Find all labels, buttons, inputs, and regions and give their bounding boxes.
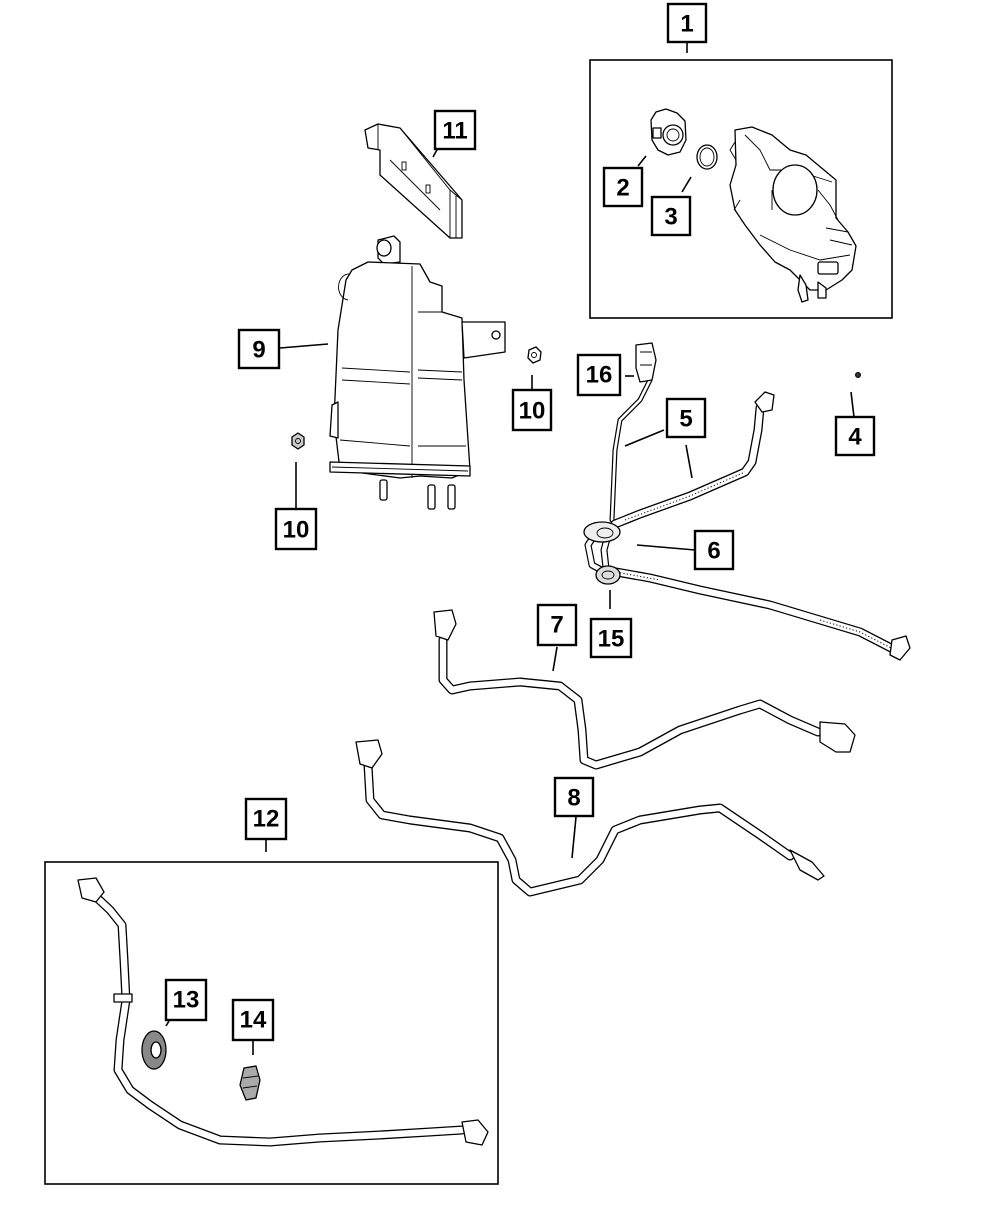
callout-4-label: 4	[848, 424, 862, 451]
callout-5-label: 5	[679, 406, 692, 433]
grommet-part-15	[595, 565, 621, 585]
callout-9-label: 9	[252, 337, 265, 364]
callout-6: 6	[693, 529, 735, 571]
nut-part-10-left	[291, 432, 305, 450]
callout-5: 5	[665, 397, 707, 439]
callout-15: 15	[589, 617, 633, 659]
callout-7-label: 7	[550, 612, 563, 639]
callout-7: 7	[536, 603, 578, 647]
callout-13-label: 13	[173, 987, 200, 1014]
grommet-part-6	[583, 521, 621, 543]
callout-12: 12	[244, 797, 288, 841]
callout-3: 3	[650, 195, 692, 237]
leader-5a	[624, 429, 665, 447]
leader-8	[571, 816, 577, 859]
leak-detection-pump-part-1	[729, 126, 857, 303]
callout-14: 14	[231, 998, 275, 1042]
leader-6	[636, 544, 696, 551]
leader-13	[165, 1020, 170, 1027]
leader-2	[637, 155, 647, 167]
plug-grommet-part-14	[239, 1065, 261, 1101]
vapor-hose-part-7	[433, 609, 856, 770]
leader-3	[681, 176, 692, 193]
callout-6-label: 6	[707, 538, 720, 565]
callout-12-label: 12	[253, 806, 280, 833]
callout-16-label: 16	[586, 362, 613, 389]
callout-16: 16	[576, 353, 622, 397]
callout-13: 13	[164, 978, 208, 1022]
callout-1: 1	[666, 2, 708, 44]
group-box-12	[44, 861, 499, 1185]
callout-14-label: 14	[240, 1007, 267, 1034]
callout-11: 11	[433, 109, 477, 151]
callout-15-label: 15	[598, 626, 625, 653]
callout-2: 2	[602, 166, 644, 208]
callout-2-label: 2	[616, 175, 629, 202]
callout-9: 9	[237, 328, 281, 370]
hose-assembly-part-12	[77, 877, 489, 1147]
electrical-connector-part-16	[635, 342, 657, 383]
leader-4	[850, 391, 855, 418]
leader-5b	[685, 444, 693, 479]
leader-9	[279, 343, 329, 349]
callout-1-label: 1	[680, 11, 693, 38]
nut-part-10-right	[527, 346, 542, 364]
o-ring-part-3	[696, 144, 718, 170]
bracket-cover-part-11	[364, 123, 463, 239]
grommet-part-13	[141, 1030, 167, 1070]
callout-10-right-label: 10	[519, 398, 546, 425]
callout-10-left-label: 10	[283, 517, 310, 544]
callout-10-left: 10	[274, 507, 318, 551]
callout-8-label: 8	[567, 785, 580, 812]
callout-8: 8	[553, 776, 595, 818]
fastener-part-4	[855, 372, 861, 378]
callout-10-right: 10	[511, 388, 553, 432]
group-box-1	[589, 59, 893, 319]
vapor-hose-part-8	[355, 739, 825, 897]
connector-part-2	[650, 108, 687, 156]
vapor-canister-part-9	[329, 235, 506, 510]
callout-3-label: 3	[664, 204, 677, 231]
leader-7	[552, 646, 558, 672]
callout-4: 4	[834, 415, 876, 457]
callout-11-label: 11	[442, 118, 467, 145]
